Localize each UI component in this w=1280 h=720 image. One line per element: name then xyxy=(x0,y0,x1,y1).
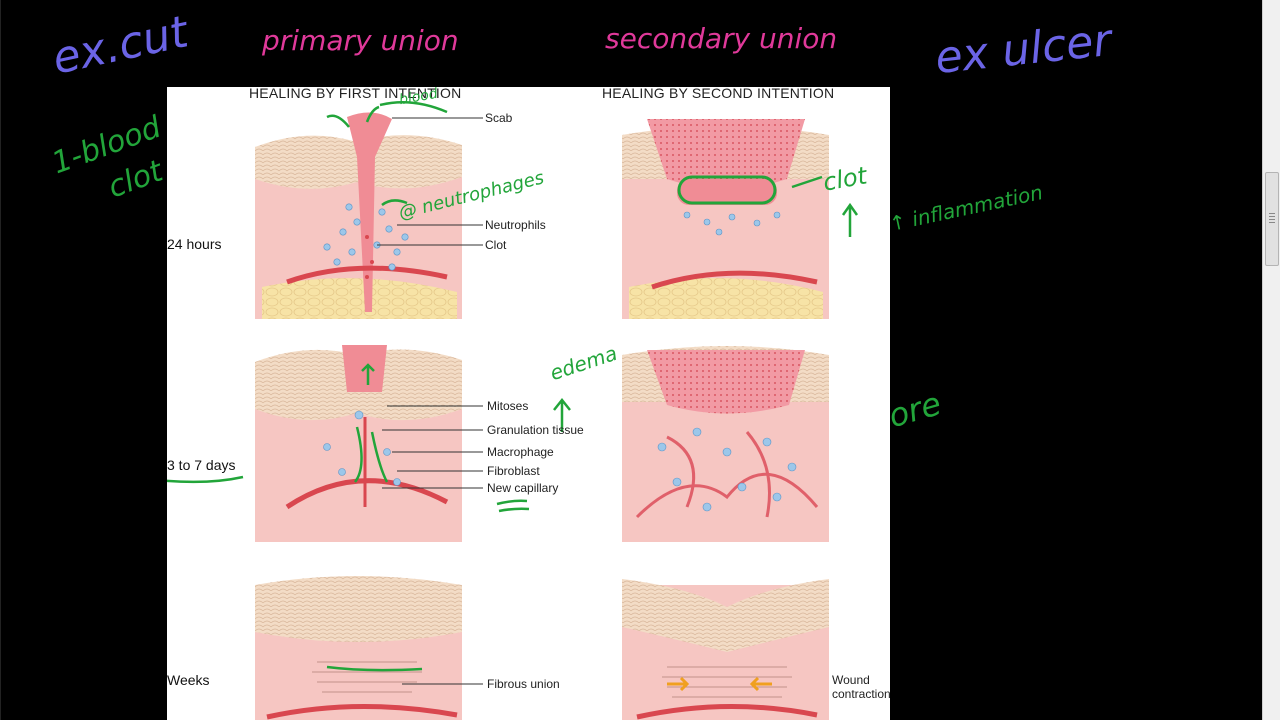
label-clot: Clot xyxy=(485,238,507,252)
label-macrophage: Macrophage xyxy=(487,445,554,459)
secondary-union-note: secondary union xyxy=(605,22,838,55)
label-fibrous-union: Fibrous union xyxy=(487,677,560,691)
panel-first-weeks xyxy=(255,576,462,720)
label-scab: Scab xyxy=(485,111,513,125)
label-wound: Wound xyxy=(832,673,870,687)
vertical-scrollbar[interactable] xyxy=(1262,0,1280,720)
ex-ulcer-note: ex ulcer xyxy=(932,14,1114,85)
title-first-intention: HEALING BY FIRST INTENTION xyxy=(249,87,462,101)
label-mitoses: Mitoses xyxy=(487,399,529,413)
scrollbar-thumb[interactable] xyxy=(1265,172,1279,266)
row-label-3to7: 3 to 7 days xyxy=(167,457,236,473)
label-neutrophils: Neutrophils xyxy=(485,218,546,232)
panel-second-weeks xyxy=(622,579,829,720)
title-second-intention: HEALING BY SECOND INTENTION xyxy=(602,87,835,101)
label-contraction: contraction xyxy=(832,687,890,701)
ex-cut-note: ex.cut xyxy=(48,6,193,85)
panel-second-24h xyxy=(622,119,829,319)
grip-icon xyxy=(1269,213,1275,223)
label-fibroblast: Fibroblast xyxy=(487,464,540,478)
row-label-weeks: Weeks xyxy=(167,672,210,688)
inflammation-note: ↑ inflammation xyxy=(887,180,1045,236)
window-edge xyxy=(0,0,1,720)
label-granulation-tissue: Granulation tissue xyxy=(487,423,584,437)
primary-union-note: primary union xyxy=(262,24,459,57)
green-ink-strokes xyxy=(167,100,859,672)
panel-second-3to7 xyxy=(622,346,829,542)
label-new-capillary: New capillary xyxy=(487,481,559,495)
wound-healing-illustration xyxy=(167,100,859,720)
textbook-figure: HEALING BY FIRST INTENTION HEALING BY SE… xyxy=(167,87,890,720)
row-label-24h: 24 hours xyxy=(167,236,222,252)
panel-first-3to7 xyxy=(255,345,462,542)
panel-first-24h xyxy=(255,112,462,319)
